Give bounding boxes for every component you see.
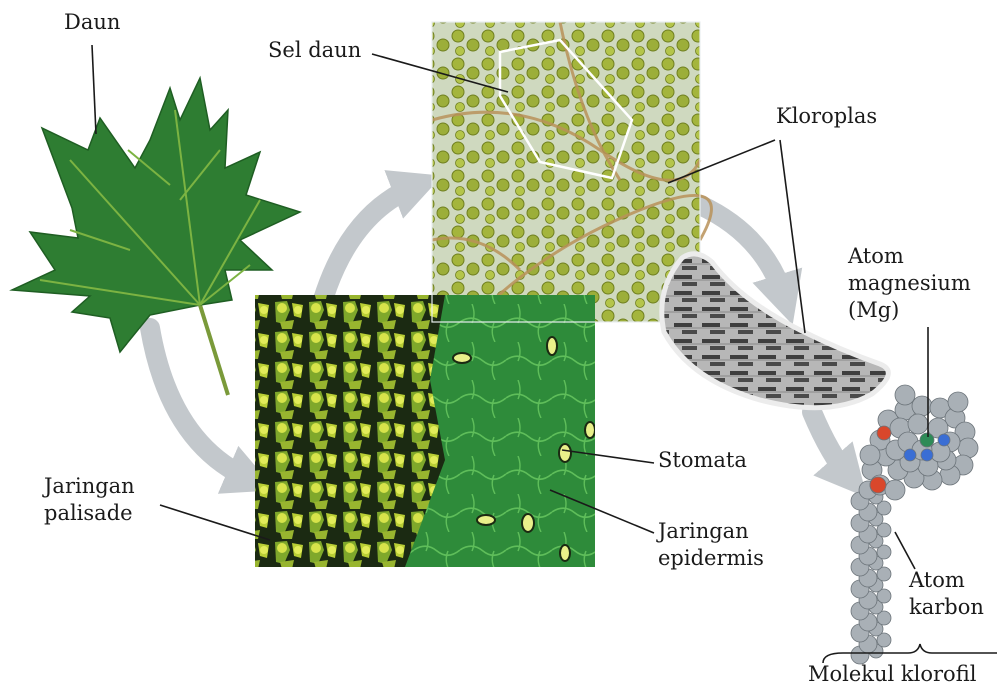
label-atom-magnesium: Atom magnesium (Mg) [848, 243, 971, 324]
label-jaringan-palisade-line1: Jaringan [44, 473, 135, 500]
carbon-atom [912, 396, 932, 416]
oxygen-atom [877, 426, 891, 440]
label-sel-daun: Sel daun [268, 37, 361, 64]
carbon-atom [908, 414, 928, 434]
label-kloroplas: Kloroplas [776, 103, 877, 130]
label-atom-karbon-line2: karbon [909, 594, 984, 621]
label-jaringan-epidermis-line2: epidermis [658, 545, 764, 572]
arrow-chloroplast-to-molecule [812, 412, 850, 478]
label-molekul-klorofil: Molekul klorofil [808, 661, 976, 688]
label-jaringan-epidermis-line1: Jaringan [658, 518, 764, 545]
label-atom-magnesium-line2: magnesium [848, 270, 971, 297]
nitrogen-atom [904, 449, 916, 461]
label-jaringan-epidermis: Jaringan epidermis [658, 518, 764, 572]
carbon-atom [895, 385, 915, 405]
carbon-atom [860, 445, 880, 465]
nitrogen-atom [921, 449, 933, 461]
carbon-atom [948, 392, 968, 412]
label-jaringan-palisade: Jaringan palisade [44, 473, 135, 527]
oxygen-atom [870, 477, 886, 493]
nitrogen-atom [938, 434, 950, 446]
label-jaringan-palisade-line2: palisade [44, 500, 135, 527]
tissue-micrograph [255, 295, 595, 567]
chlorophyll-molecule [851, 385, 978, 664]
label-stomata: Stomata [658, 447, 747, 474]
label-atom-karbon-line1: Atom [909, 567, 984, 594]
label-daun: Daun [64, 9, 120, 36]
label-atom-karbon: Atom karbon [909, 567, 984, 621]
arrow-leaf-to-tissue [150, 328, 252, 480]
magnesium-atom [920, 433, 934, 447]
label-atom-magnesium-line3: (Mg) [848, 297, 971, 324]
label-atom-magnesium-line1: Atom [848, 243, 971, 270]
carbon-atom [885, 480, 905, 500]
